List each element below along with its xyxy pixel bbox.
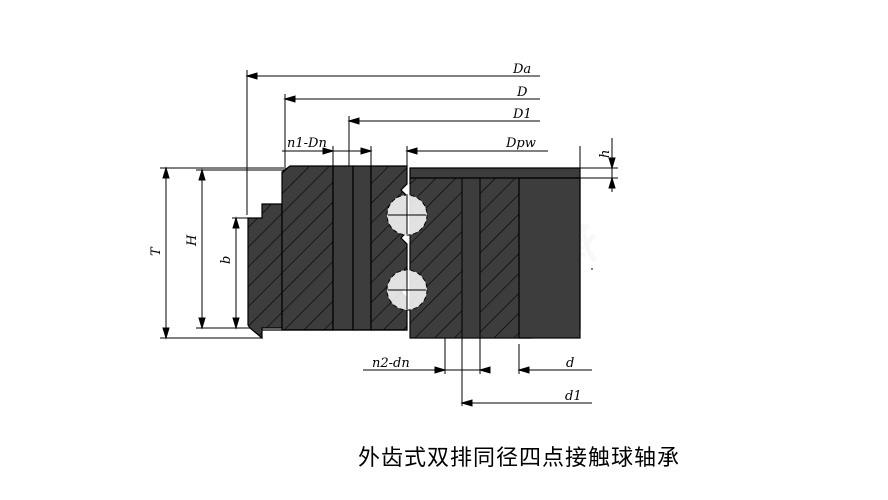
dim-label-d1-outer: D1 [512, 107, 532, 122]
extension-lines [160, 70, 618, 406]
dim-label-t: T [149, 246, 164, 256]
dim-label-da: Da [512, 62, 531, 77]
dim-label-h: H [185, 234, 200, 247]
dim-label-b: b [219, 256, 234, 264]
figure-caption: 外齿式双排同径四点接触球轴承 [357, 446, 680, 471]
ball-row-lower [386, 269, 428, 311]
dim-label-d-outer: D [516, 85, 528, 100]
dim-label-n2-dn: n2-dn [372, 356, 410, 371]
outer-ring-section [247, 165, 408, 340]
dimension-lines [162, 72, 616, 407]
inner-ring-section [409, 167, 581, 339]
ball-row-upper [386, 194, 428, 236]
dim-label-n1-dn: n1-Dn [287, 136, 327, 151]
dim-label-dpw: Dpw [505, 136, 536, 151]
dim-label-d-inner: d [566, 356, 574, 371]
dim-label-h-small: h [598, 150, 613, 158]
dim-label-d1-inner: d1 [565, 389, 582, 404]
